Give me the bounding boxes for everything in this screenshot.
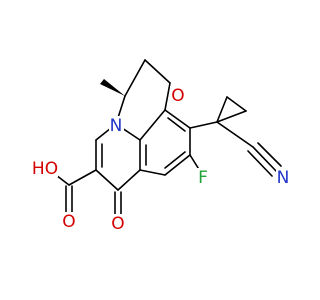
bond-c8a-c7a xyxy=(139,169,166,176)
bond-c8-c8a-inner xyxy=(164,151,186,169)
bond-o1-c10 xyxy=(164,82,171,111)
cyclopropyl-nitrile-bonds xyxy=(189,96,282,177)
atom-labels: O N HO O O F N xyxy=(30,86,291,234)
structure-drawing: O N HO O O F N xyxy=(30,59,291,234)
bond-nitrile-1 xyxy=(252,146,278,173)
bond-c11-c10 xyxy=(139,109,166,141)
fluorine-label: F xyxy=(198,168,208,188)
bond-c10-c9-inner xyxy=(167,117,186,132)
bond-c9-cp xyxy=(189,121,218,129)
bond-c10-c9 xyxy=(164,109,191,129)
bond-cp-c xyxy=(226,96,247,112)
bond-cp-a xyxy=(216,96,228,123)
acid-carbonyl-oxygen-label: O xyxy=(62,212,75,232)
bond-c6-carboxyl xyxy=(68,169,97,186)
bond-cp-cn xyxy=(216,121,254,148)
bond-c6-c7 xyxy=(95,169,119,191)
molecule-diagram: O N HO O O F N xyxy=(30,59,291,234)
ketone-oxygen-label: O xyxy=(111,214,124,234)
bond-c2-o1 xyxy=(144,59,171,84)
nitrile-nitrogen-label: N xyxy=(277,168,290,188)
ring-nitrogen-label: N xyxy=(110,116,123,136)
ketone-bonds xyxy=(114,191,122,216)
methyl-wedge-bond xyxy=(100,79,125,96)
bond-c7-c7a xyxy=(117,169,141,191)
carboxylic-acid-bonds xyxy=(51,169,97,214)
ring-oxygen-label: O xyxy=(171,86,184,106)
bond-nitrile-3 xyxy=(247,150,273,177)
bond-c3-c2 xyxy=(124,59,146,97)
bond-c8-c8a xyxy=(164,154,191,176)
benzene-ring-bonds xyxy=(139,109,191,176)
bond-cp-b xyxy=(216,110,247,123)
hydroxyl-label: HO xyxy=(32,159,58,179)
bond-nitrile-2 xyxy=(257,142,282,167)
